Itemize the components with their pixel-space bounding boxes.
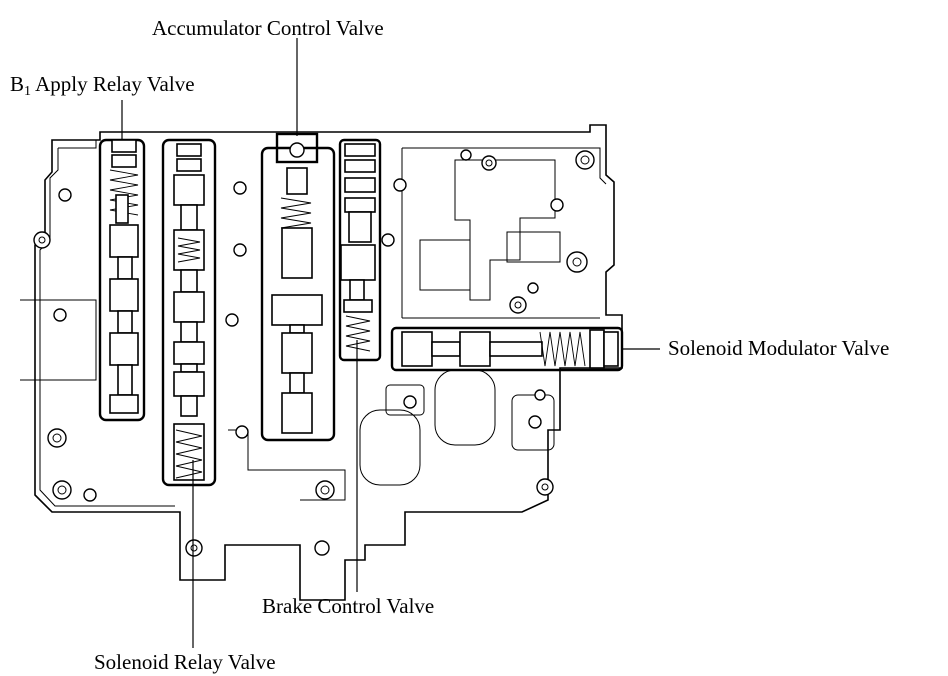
b1-apply-relay-valve (98, 138, 146, 422)
upper-right-plate (419, 159, 561, 301)
accumulator-control-valve-label: Accumulator Control Valve (152, 16, 384, 40)
bolt-holes (33, 149, 595, 557)
upper-plate (401, 147, 607, 319)
b1-apply-relay-valve-label: B1 Apply Relay Valve (10, 74, 195, 99)
solenoid-relay-valve-label: Solenoid Relay Valve (94, 650, 276, 674)
b1-subscript: 1 (24, 84, 32, 99)
solenoid-modulator-valve-label: Solenoid Modulator Valve (668, 336, 890, 360)
solenoid-modulator-valve (390, 326, 624, 372)
b1-suffix: Apply Relay Valve (31, 72, 195, 96)
valve-body-outline (34, 124, 623, 601)
b1-prefix: B (10, 72, 25, 96)
solenoid-relay-valve (161, 138, 217, 487)
brake-control-valve (338, 138, 382, 362)
accumulator-control-valve (260, 132, 336, 442)
